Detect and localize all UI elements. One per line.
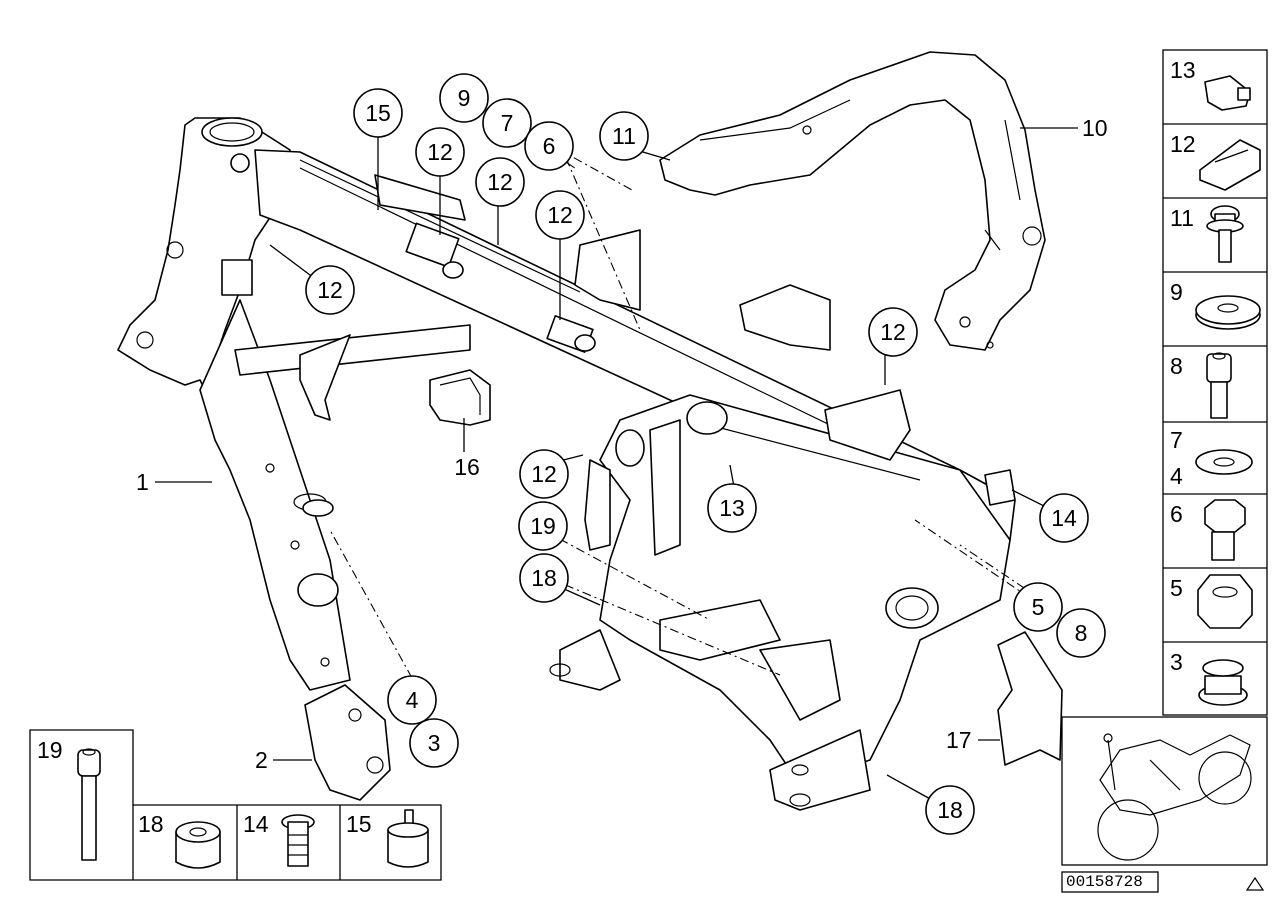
callout-14: 14: [1039, 493, 1089, 543]
callout-19: 19: [518, 501, 568, 551]
clip-nut-icon: [1199, 139, 1261, 191]
side-item-11-label: 11: [1170, 205, 1194, 231]
main-frame-illustration: [117, 51, 1063, 811]
callout-label: 12: [547, 202, 573, 228]
side-item-3-label: 3: [1170, 649, 1183, 675]
callout-label: 13: [719, 495, 745, 521]
buffer-icon: [387, 809, 429, 868]
side-item-9-label: 9: [1170, 279, 1183, 305]
callout-13: 13: [707, 483, 757, 533]
callout-label: 16: [454, 454, 480, 480]
callout-16: 16: [454, 454, 480, 480]
side-item-6-label: 6: [1170, 501, 1183, 527]
callout-label: 12: [880, 319, 906, 345]
callout-12-c: 12: [535, 190, 585, 240]
callout-label: 5: [1032, 594, 1045, 620]
clip-icon: [1204, 75, 1251, 111]
thin-washer-icon: [1195, 449, 1253, 475]
side-item-5-label: 5: [1170, 575, 1183, 601]
callout-12-d: 12: [305, 265, 355, 315]
rubber-mount-icon: [175, 821, 221, 869]
callout-12-b: 12: [475, 157, 525, 207]
callout-18-b: 18: [925, 785, 975, 835]
callout-label: 7: [501, 110, 514, 136]
callout-15: 15: [353, 88, 403, 138]
socket-bolt-icon: [1206, 352, 1232, 419]
callout-label: 18: [531, 565, 557, 591]
callout-8: 8: [1056, 608, 1106, 658]
washer-icon: [1195, 295, 1261, 330]
callout-label: 12: [427, 139, 453, 165]
side-item-7-label: 7: [1170, 427, 1183, 453]
callout-4: 4: [387, 675, 437, 725]
callout-label: 8: [1075, 620, 1088, 646]
reference-number-text: 00158728: [1066, 873, 1143, 891]
side-item-13-label: 13: [1170, 57, 1196, 83]
grommet-icon: [1198, 659, 1248, 706]
side-item-8-label: 8: [1170, 353, 1183, 379]
rivet-nut-icon: [281, 814, 315, 867]
callout-7: 7: [482, 98, 532, 148]
callout-6: 6: [524, 121, 574, 171]
callout-12-a: 12: [415, 127, 465, 177]
callout-5: 5: [1013, 582, 1063, 632]
callout-12-f: 12: [519, 449, 569, 499]
callout-12-e: 12: [868, 307, 918, 357]
side-parts-panel: 13 12 11 9 8: [1162, 49, 1268, 716]
label-1: 1: [136, 469, 149, 495]
side-item-4-label: 4: [1170, 463, 1183, 489]
long-bolt-icon: [77, 748, 101, 861]
label-2: 2: [255, 747, 268, 773]
callout-label: 19: [530, 513, 556, 539]
callout-label: 4: [406, 687, 419, 713]
callout-label: 12: [317, 277, 343, 303]
callout-label: 9: [458, 85, 471, 111]
callout-label: 15: [365, 100, 391, 126]
label-10: 10: [1082, 115, 1108, 141]
bottom-parts-panel: 19 18 14 15: [29, 729, 442, 881]
label-17: 17: [946, 727, 972, 753]
callout-label: 12: [487, 169, 513, 195]
callout-label: 11: [612, 123, 636, 149]
reference-number: 00158728: [1061, 871, 1159, 893]
bottom-item-18-label: 18: [138, 811, 164, 837]
bottom-item-19-label: 19: [37, 737, 63, 763]
callout-label: 3: [428, 730, 441, 756]
callout-label: 14: [1051, 505, 1077, 531]
callout-11: 11: [599, 111, 649, 161]
hex-bolt-icon: [1204, 499, 1246, 561]
castle-nut-icon: [1197, 574, 1253, 629]
callout-3: 3: [409, 718, 459, 768]
callout-label: 6: [543, 133, 556, 159]
bottom-item-15-label: 15: [346, 811, 372, 837]
callout-9: 9: [439, 73, 489, 123]
warning-triangle-icon: [1245, 876, 1265, 891]
bottom-item-14-label: 14: [243, 811, 269, 837]
callout-label: 12: [531, 461, 557, 487]
motorcycle-thumbnail: [1061, 716, 1268, 866]
flange-bolt-icon: [1206, 205, 1244, 263]
callout-18-a: 18: [519, 553, 569, 603]
side-item-12-label: 12: [1170, 131, 1196, 157]
callout-label: 18: [937, 797, 963, 823]
